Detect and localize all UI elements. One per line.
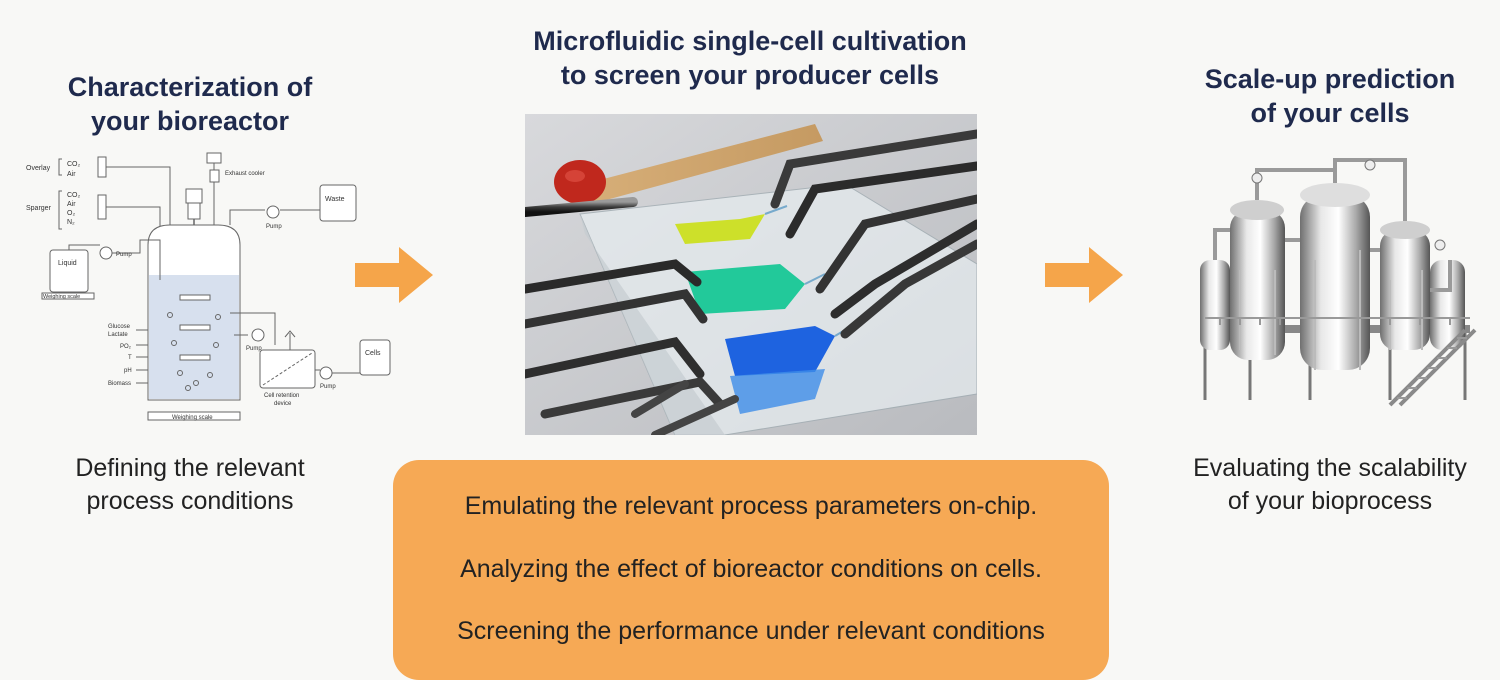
label-weighing-scale-bottom: Weighing scale xyxy=(172,415,213,421)
microfluidic-title-line1: Microfluidic single-cell cultivation xyxy=(533,26,967,56)
label-sparger-co2: CO₂ xyxy=(67,192,81,199)
label-ph: pH xyxy=(124,368,132,374)
label-weighing-scale-left: Weighing scale xyxy=(43,294,80,300)
microfluidic-chip-photo xyxy=(525,114,977,435)
label-liquid: Liquid xyxy=(58,260,77,267)
label-t: T xyxy=(128,355,132,361)
scale-up-caption-line1: Evaluating the scalability xyxy=(1193,454,1467,482)
benefit-item-2: Analyzing the effect of bioreactor condi… xyxy=(460,555,1042,583)
bioreactor-title-line2: your bioreactor xyxy=(90,106,290,136)
bioreactor-title: Characterization of your bioreactor xyxy=(40,70,340,138)
label-cell-retention-2: device xyxy=(274,401,292,407)
scale-up-caption-line2: of your bioprocess xyxy=(1227,487,1433,515)
label-glucose: Glucose xyxy=(108,324,131,330)
scale-up-caption: Evaluating the scalability of your biopr… xyxy=(1160,452,1500,518)
label-cell-retention-1: Cell retention xyxy=(264,393,299,399)
label-sparger-n2: N₂ xyxy=(67,219,75,226)
label-overlay-co2: CO₂ xyxy=(67,161,81,168)
benefit-item-1: Emulating the relevant process parameter… xyxy=(464,492,1038,520)
label-po2: PO₂ xyxy=(120,344,132,350)
bioreactor-caption: Defining the relevant process conditions xyxy=(40,452,340,518)
label-cells: Cells xyxy=(365,350,381,357)
bioreactor-schematic: Overlay CO₂ Air Sparger CO₂ Air O₂ N₂ Ex… xyxy=(26,152,391,421)
label-waste: Waste xyxy=(325,196,345,203)
label-pump-right: Pump xyxy=(320,384,336,390)
bioreactor-caption-line2: process conditions xyxy=(86,487,294,515)
scale-up-title-line1: Scale-up prediction xyxy=(1204,64,1456,94)
arrow-right-icon xyxy=(355,247,433,303)
label-overlay-air: Air xyxy=(67,171,76,178)
label-pump-top: Pump xyxy=(266,224,282,230)
bioreactor-caption-line1: Defining the relevant xyxy=(75,454,305,482)
label-exhaust-cooler: Exhaust cooler xyxy=(225,171,265,177)
scale-up-title-line2: of your cells xyxy=(1250,98,1410,128)
arrow-right-icon xyxy=(1045,247,1123,303)
microfluidic-title: Microfluidic single-cell cultivation to … xyxy=(450,24,1050,92)
label-pump-left: Pump xyxy=(116,252,132,258)
scale-up-title: Scale-up prediction of your cells xyxy=(1180,62,1480,130)
label-biomass: Biomass xyxy=(108,381,131,387)
microfluidic-title-line2: to screen your producer cells xyxy=(560,60,940,90)
benefits-box: Emulating the relevant process parameter… xyxy=(393,460,1109,680)
label-lactate: Lactate xyxy=(108,332,128,338)
label-pump-mid: Pump xyxy=(246,346,262,352)
label-sparger: Sparger xyxy=(26,205,52,212)
label-sparger-air: Air xyxy=(67,201,76,208)
benefit-item-3: Screening the performance under relevant… xyxy=(457,617,1045,645)
label-overlay: Overlay xyxy=(26,165,51,172)
industrial-plant-image xyxy=(1200,158,1477,407)
bioreactor-title-line1: Characterization of xyxy=(67,72,313,102)
label-sparger-o2: O₂ xyxy=(67,210,75,217)
